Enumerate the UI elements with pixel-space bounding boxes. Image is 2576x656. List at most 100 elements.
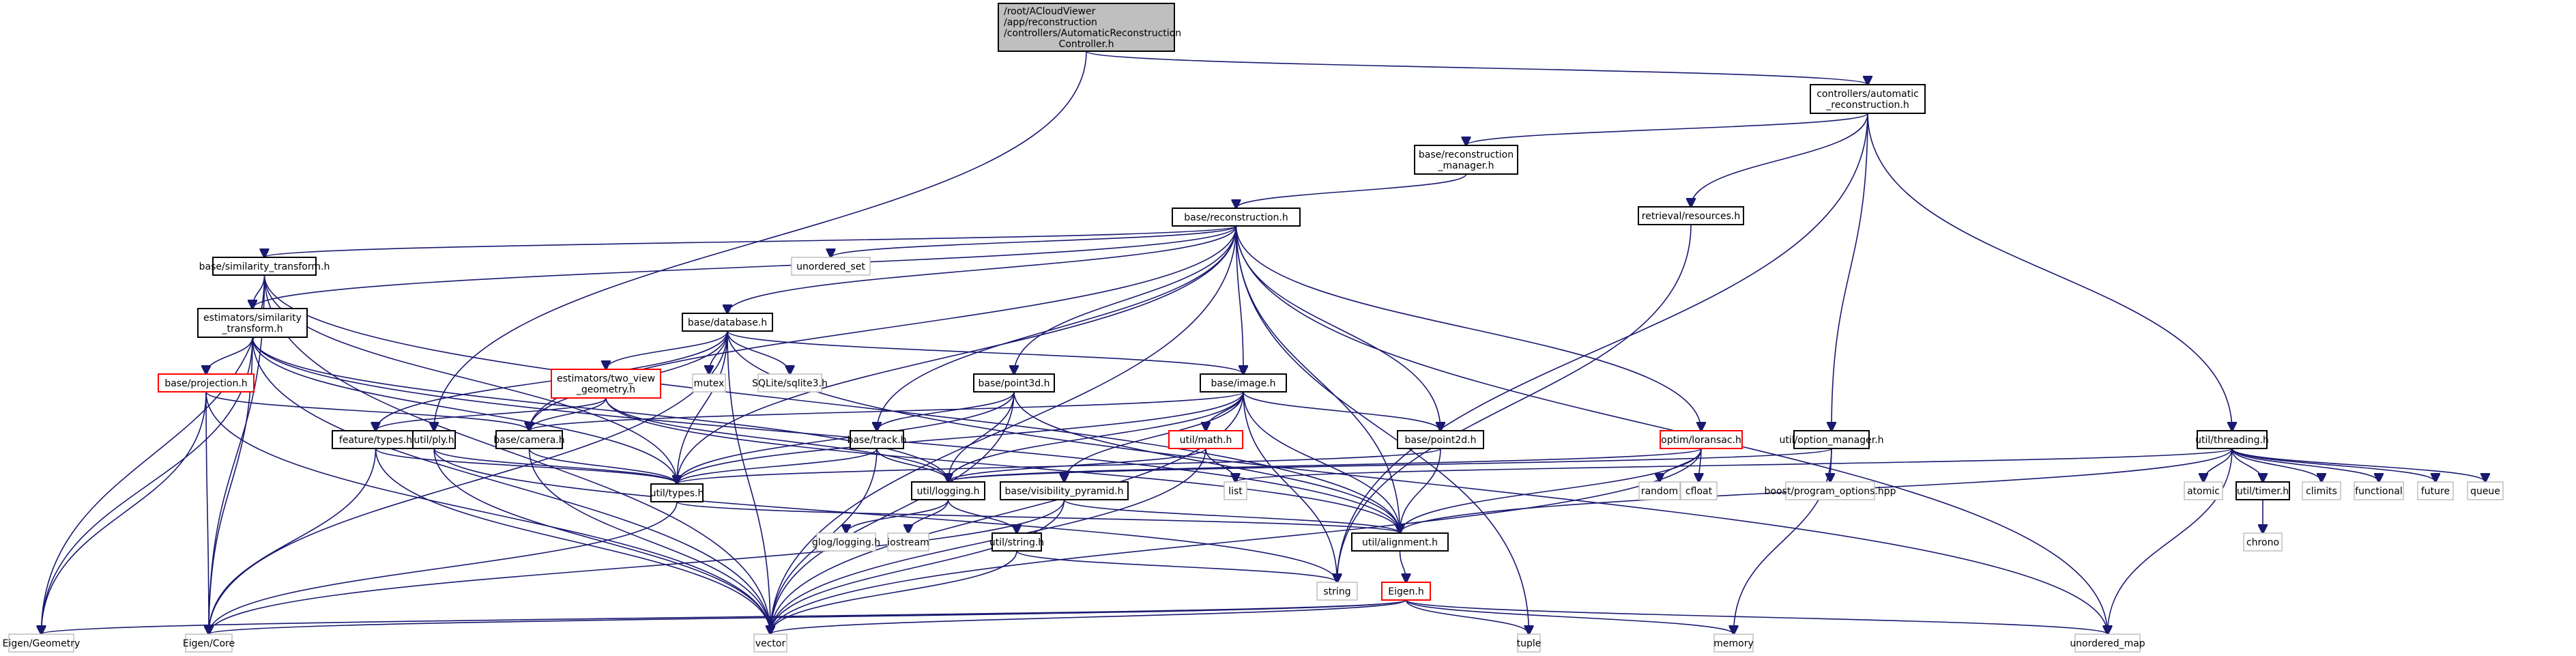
edge-util_string-to-vector xyxy=(770,550,1017,634)
node-climits: climits xyxy=(2302,481,2341,500)
node-label: base/similarity_transform.h xyxy=(199,261,330,272)
edge-est_sim-to-projection xyxy=(206,337,253,374)
node-string: string xyxy=(1316,582,1358,601)
node-label: future xyxy=(2421,486,2450,497)
node-label: cfloat xyxy=(1685,486,1713,497)
node-label: iostream xyxy=(887,537,929,548)
node-image[interactable]: base/image.h xyxy=(1200,373,1287,393)
node-sim_tf[interactable]: base/similarity_transform.h xyxy=(199,257,330,276)
node-util_types[interactable]: util/types.h xyxy=(650,483,704,502)
node-label: base/camera.h xyxy=(493,435,564,446)
node-label: list xyxy=(1228,486,1243,497)
node-box xyxy=(757,373,822,393)
node-box xyxy=(185,633,233,653)
node-point2d[interactable]: base/point2d.h xyxy=(1397,430,1484,449)
edge-recon-to-util_types xyxy=(677,225,1237,484)
edge-alignment-to-eigen_h xyxy=(1399,550,1406,582)
node-label: optim/loransac.h xyxy=(1661,435,1741,446)
edge-threading-to-timer xyxy=(2231,448,2263,482)
node-logging[interactable]: util/logging.h xyxy=(911,481,985,500)
node-box xyxy=(1638,481,1681,500)
node-box xyxy=(2074,633,2141,653)
node-loransac[interactable]: optim/loransac.h xyxy=(1660,430,1743,449)
node-threading[interactable]: util/threading.h xyxy=(2195,430,2269,449)
edge-ctrl_auto-to-option_mgr xyxy=(1832,113,1868,431)
edge-database-to-util_types xyxy=(677,330,728,484)
node-unordered_set: unordered_set xyxy=(791,257,871,276)
node-camera[interactable]: base/camera.h xyxy=(493,430,565,449)
node-eigen_h[interactable]: Eigen.h xyxy=(1381,582,1431,601)
node-label: chrono xyxy=(2246,537,2279,548)
node-ctrl_auto[interactable]: controllers/automatic_reconstruction.h xyxy=(1810,84,1926,114)
edge-eigen_h-to-unordered_map xyxy=(1405,599,2108,634)
node-recon_mgr[interactable]: base/reconstruction_manager.h xyxy=(1414,145,1518,175)
node-label: base/database.h xyxy=(688,317,767,328)
node-box xyxy=(495,430,563,449)
node-box xyxy=(412,430,456,449)
edge-threading-to-atomic xyxy=(2203,448,2233,482)
node-box xyxy=(1414,145,1518,175)
node-box xyxy=(887,532,929,552)
node-feature_types[interactable]: feature/types.h xyxy=(332,430,420,449)
edge-logging-to-util_string xyxy=(947,499,1017,533)
node-database[interactable]: base/database.h xyxy=(682,313,773,332)
node-box xyxy=(8,633,74,653)
node-label: boost/program_options.hpp xyxy=(1765,486,1896,497)
node-root[interactable]: /root/ACloudViewer/app/reconstruction/co… xyxy=(998,3,1181,52)
edge-vis_pyr-to-vector xyxy=(770,499,1065,634)
edge-recon-to-database xyxy=(727,225,1237,313)
node-est_sim[interactable]: estimators/similarity_transform.h xyxy=(197,308,308,338)
node-box xyxy=(998,3,1175,52)
node-vis_pyr[interactable]: base/visibility_pyramid.h xyxy=(1000,481,1129,500)
edge-eigen_h-to-eigen_core xyxy=(209,599,1407,634)
node-box xyxy=(2184,481,2223,500)
edge-ctrl_auto-to-recon_mgr xyxy=(1466,113,1868,145)
node-util_string[interactable]: util/string.h xyxy=(989,532,1044,552)
node-label: memory xyxy=(1713,638,1754,649)
node-box xyxy=(682,313,773,332)
edge-projection-to-vector xyxy=(205,391,770,634)
node-alignment[interactable]: util/alignment.h xyxy=(1351,532,1449,552)
node-label: SQLite/sqlite3.h xyxy=(752,378,828,389)
edge-logging-to-glog xyxy=(846,499,949,533)
node-box xyxy=(2302,481,2341,500)
edge-ctrl_auto-to-threading xyxy=(1867,113,2232,431)
edge-threading-to-unordered_map xyxy=(2108,448,2233,634)
node-label: base/projection.h xyxy=(164,378,247,389)
node-label: tuple xyxy=(1517,638,1542,649)
node-label: base/reconstruction xyxy=(1419,149,1514,160)
node-label: string xyxy=(1323,586,1350,597)
node-box xyxy=(1810,84,1926,114)
node-math[interactable]: util/math.h xyxy=(1168,430,1243,449)
node-label: base/point2d.h xyxy=(1405,435,1477,446)
node-label: util/threading.h xyxy=(2195,435,2269,446)
node-track[interactable]: base/track.h xyxy=(847,430,907,449)
node-timer[interactable]: util/timer.h xyxy=(2235,481,2290,500)
node-label: _manager.h xyxy=(1438,160,1494,171)
edge-recon-to-loransac xyxy=(1235,225,1702,431)
node-box xyxy=(1224,481,1247,500)
node-ply[interactable]: util/ply.h xyxy=(412,430,456,449)
node-retrieval[interactable]: retrieval/resources.h xyxy=(1638,206,1744,225)
node-two_view[interactable]: estimators/two_view_geometry.h xyxy=(551,369,661,399)
edge-eigen_h-to-vector xyxy=(770,599,1407,634)
node-projection[interactable]: base/projection.h xyxy=(158,373,255,393)
node-point3d[interactable]: base/point3d.h xyxy=(973,373,1055,393)
node-option_mgr[interactable]: util/option_manager.h xyxy=(1779,430,1884,449)
node-atomic: atomic xyxy=(2184,481,2223,500)
edge-est_sim-to-util_types xyxy=(252,337,677,484)
edge-sim_tf-to-vector xyxy=(263,274,771,634)
edge-point3d-to-util_types xyxy=(677,391,1015,484)
edge-est_sim-to-alignment xyxy=(252,337,1400,533)
edge-recon-to-tuple xyxy=(1235,225,1529,634)
node-cfloat: cfloat xyxy=(1680,481,1718,500)
node-recon[interactable]: base/reconstruction.h xyxy=(1172,208,1301,227)
node-box xyxy=(992,532,1042,552)
edge-two_view-to-feature_types xyxy=(376,397,607,431)
node-label: util/math.h xyxy=(1180,435,1232,446)
node-box xyxy=(1168,430,1243,449)
edge-feature_types-to-util_types xyxy=(375,448,678,484)
node-future: future xyxy=(2417,481,2454,500)
edge-vis_pyr-to-eigen_core xyxy=(209,499,1065,634)
